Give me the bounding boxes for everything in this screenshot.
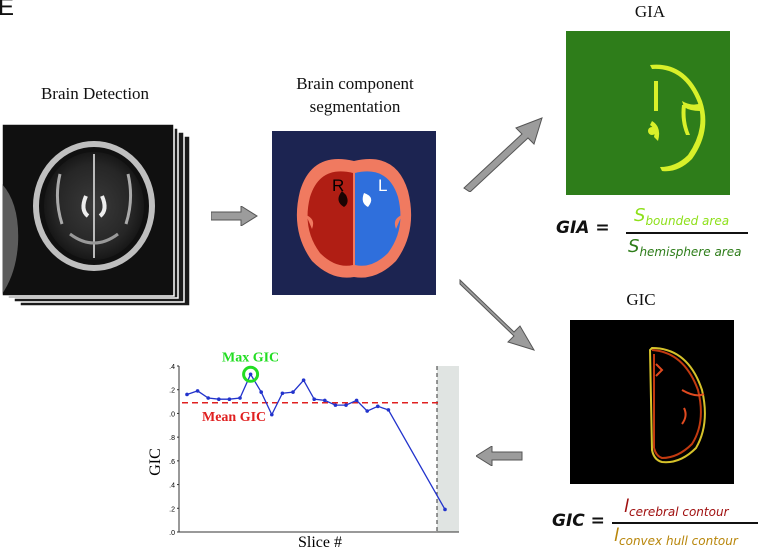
gic-numerator: lcerebral contour: [624, 496, 729, 519]
gic-numerator-sub: cerebral contour: [629, 505, 729, 519]
data-point: [344, 403, 348, 407]
data-point: [301, 378, 306, 383]
segmentation-image: R L: [272, 131, 436, 295]
data-point: [386, 408, 391, 412]
gia-title: GIA: [634, 2, 666, 21]
data-point: [195, 389, 200, 393]
right-hemisphere-label: R: [332, 176, 344, 195]
gic-series-line: [186, 372, 446, 510]
data-point: [206, 396, 210, 400]
segmentation-title-line2: segmentation: [309, 97, 401, 116]
data-point: [270, 412, 274, 417]
gia-image: [566, 31, 730, 195]
data-point: [333, 403, 338, 407]
data-point: [248, 372, 253, 377]
gic-chart: GIC Slice # .0 .2 .4 .6 .8 .0 .2 .4 Max GIC Mea…: [147, 350, 459, 550]
data-point: [365, 409, 369, 413]
left-hemisphere-label: L: [378, 176, 387, 195]
data-point: [259, 390, 263, 394]
y-tick-label: .2: [169, 506, 175, 513]
gia-fraction-bar: [626, 232, 748, 234]
chart-ylabel: GIC: [147, 448, 164, 476]
gia-denominator-symbol: S: [628, 236, 640, 257]
gic-fraction-bar: [612, 522, 758, 524]
data-point: [443, 507, 447, 512]
data-point: [217, 397, 221, 401]
data-point: [354, 398, 359, 403]
gic-denominator: lconvex hull contour: [614, 525, 738, 548]
y-tick-label: .8: [169, 435, 175, 442]
gia-denominator: Shemisphere area: [628, 236, 741, 259]
mri-stack: [0, 124, 192, 316]
gia-numerator-symbol: S: [634, 205, 646, 226]
arrow-down-right-icon: [459, 278, 536, 351]
data-point: [227, 397, 232, 401]
arrow-left-icon: [476, 446, 523, 466]
gic-formula-lhs: GIC =: [552, 511, 605, 531]
data-point: [312, 397, 316, 401]
gic-denominator-symbol: l: [614, 525, 620, 546]
gic-title: GIC: [626, 290, 656, 309]
data-point: [376, 404, 380, 409]
chart-xlabel: Slice #: [298, 534, 342, 550]
data-point: [323, 398, 327, 403]
gic-denominator-sub: convex hull contour: [619, 534, 738, 548]
gia-formula-lhs: GIA =: [556, 218, 610, 238]
y-tick-label: .2: [169, 388, 175, 395]
gia-numerator: Sbounded area: [634, 205, 729, 228]
y-tick-label: .0: [169, 530, 175, 537]
chart-shaded-region: [437, 366, 459, 532]
y-tick-label: .4: [169, 483, 175, 490]
gia-numerator-sub: bounded area: [645, 214, 730, 228]
max-gic-marker: [242, 365, 260, 383]
panel-letter: E: [0, 0, 15, 21]
arrow-up-right-icon: [463, 117, 543, 192]
gic-numerator-symbol: l: [624, 496, 630, 517]
segmentation-title-line1: Brain component: [296, 74, 414, 93]
brain-detection-title: Brain Detection: [40, 84, 150, 103]
y-tick-label: .6: [169, 459, 175, 466]
max-gic-label: Max GIC: [222, 350, 279, 365]
data-point: [238, 396, 242, 400]
data-point: [185, 392, 189, 397]
gic-image: [570, 320, 734, 484]
arrow-right-icon: [211, 206, 258, 226]
data-point: [291, 390, 295, 394]
y-tick-label: .4: [169, 364, 175, 371]
mean-gic-label: Mean GIC: [202, 410, 266, 425]
gia-denominator-sub: hemisphere area: [639, 245, 742, 259]
data-point: [280, 391, 285, 396]
y-tick-label: .0: [169, 411, 175, 418]
